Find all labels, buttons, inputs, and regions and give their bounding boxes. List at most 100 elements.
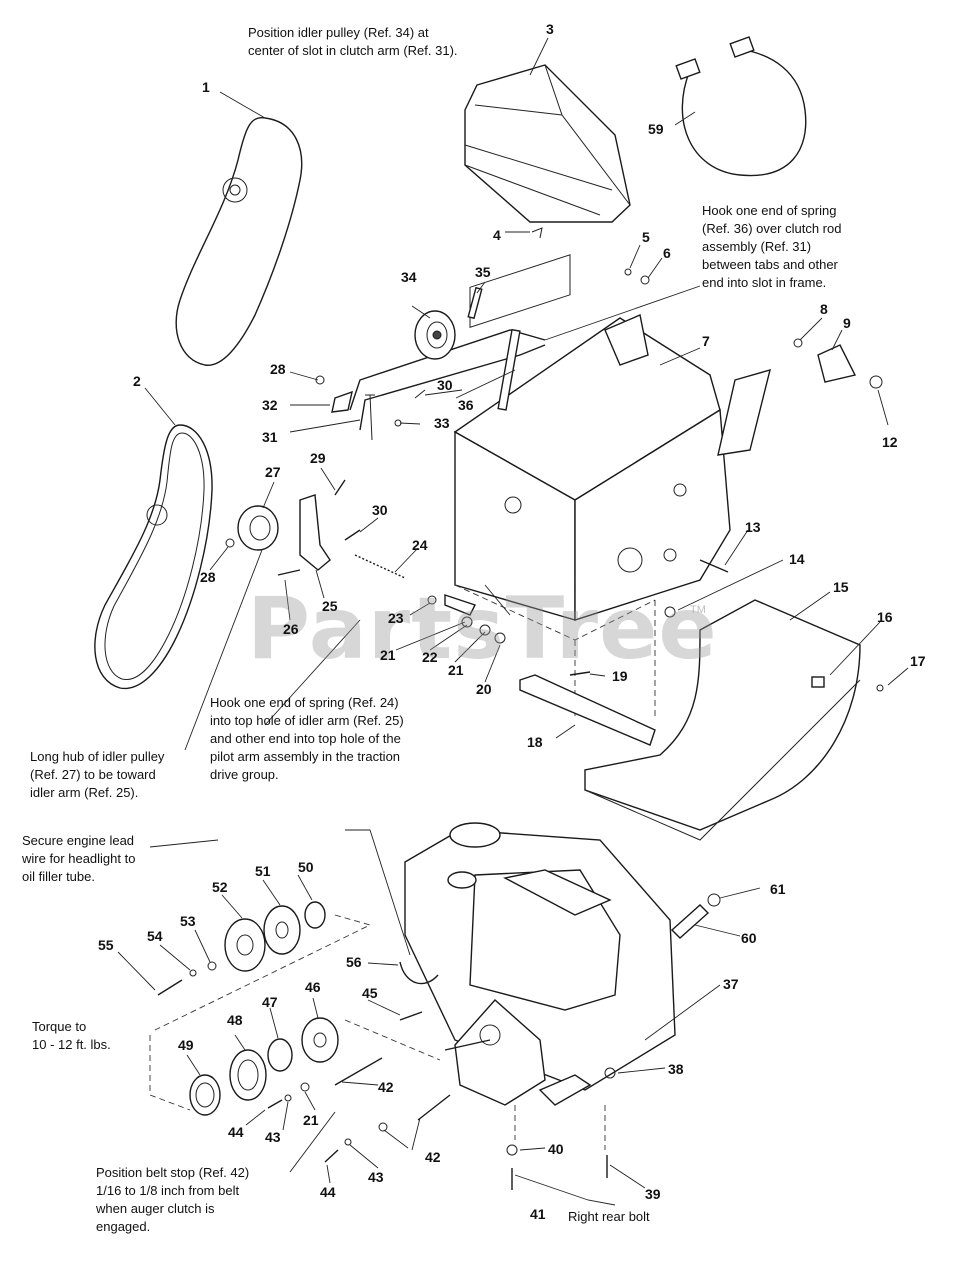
callout-8: 8 [820, 301, 828, 317]
callout-61: 61 [770, 881, 786, 897]
hardware-20-23 [427, 594, 591, 676]
idler-pulley-27 [237, 505, 279, 551]
note-spring-36: Hook one end of spring (Ref. 36) over cl… [702, 203, 842, 290]
callout-25: 25 [322, 598, 338, 614]
callout-42b: 42 [425, 1149, 441, 1165]
shroud-plate [584, 599, 861, 841]
callout-42a: 42 [378, 1079, 394, 1095]
callout-41: 41 [530, 1206, 546, 1222]
callout-39: 39 [645, 1186, 661, 1202]
pin-45 [399, 1011, 423, 1021]
belt-cover [464, 64, 631, 223]
callout-21c: 21 [303, 1112, 319, 1128]
spacer-60 [670, 904, 710, 939]
watermark-trademark: TM [690, 604, 706, 616]
callout-32: 32 [262, 397, 278, 413]
callout-30b: 30 [372, 502, 388, 518]
washer-28-upper [315, 375, 325, 385]
pin-26 [277, 569, 301, 576]
callout-46: 46 [305, 979, 321, 995]
note-engine-lead: Secure engine lead wire for headlight to… [22, 833, 136, 884]
callout-44b: 44 [320, 1184, 336, 1200]
callout-6: 6 [663, 245, 671, 261]
callout-28a: 28 [270, 361, 286, 377]
nut-61 [707, 893, 721, 907]
auger-pulley-stack [149, 901, 441, 1116]
callout-12: 12 [882, 434, 898, 450]
callout-59: 59 [648, 121, 664, 137]
main-frame [453, 254, 771, 720]
callout-22: 22 [422, 649, 438, 665]
callout-45: 45 [362, 985, 378, 1001]
callout-56: 56 [346, 954, 362, 970]
callout-5: 5 [642, 229, 650, 245]
callout-9: 9 [843, 315, 851, 331]
callout-35: 35 [475, 264, 491, 280]
wire-harness [675, 36, 807, 177]
washer-28-lower [225, 538, 235, 548]
belt-stop-32 [331, 390, 353, 413]
callout-49: 49 [178, 1037, 194, 1053]
callout-34: 34 [401, 269, 417, 285]
callout-50: 50 [298, 859, 314, 875]
callout-43a: 43 [265, 1129, 281, 1145]
callout-4: 4 [493, 227, 501, 243]
callout-23: 23 [388, 610, 404, 626]
callout-30a: 30 [437, 377, 453, 393]
callout-38: 38 [668, 1061, 684, 1077]
callout-13: 13 [745, 519, 761, 535]
callout-17: 17 [910, 653, 926, 669]
note-belt-stop-42: Position belt stop (Ref. 42) 1/16 to 1/8… [96, 1165, 250, 1234]
watermark: PartsTree [247, 579, 718, 679]
callout-19: 19 [612, 668, 628, 684]
callout-14: 14 [789, 551, 805, 567]
idler-pulley-34 [414, 310, 456, 360]
note-right-rear-bolt: Right rear bolt [568, 1209, 650, 1224]
bracket [519, 674, 656, 746]
spring-24 [354, 554, 406, 579]
callout-27: 27 [265, 464, 281, 480]
v-belt [94, 424, 213, 690]
idler-arm-25 [299, 494, 331, 571]
callout-55: 55 [98, 937, 114, 953]
callout-43b: 43 [368, 1169, 384, 1185]
callout-21a: 21 [380, 647, 396, 663]
leader-lines [117, 37, 909, 1206]
callout-48: 48 [227, 1012, 243, 1028]
spring-30-upper [414, 389, 426, 399]
callout-26: 26 [283, 621, 299, 637]
callout-21b: 21 [448, 662, 464, 678]
callout-15: 15 [833, 579, 849, 595]
callout-47: 47 [262, 994, 278, 1010]
callout-33: 33 [434, 415, 450, 431]
callout-16: 16 [877, 609, 893, 625]
callout-24: 24 [412, 537, 428, 553]
callout-53: 53 [180, 913, 196, 929]
callout-1: 1 [202, 79, 210, 95]
callout-29: 29 [310, 450, 326, 466]
callout-20: 20 [476, 681, 492, 697]
clutch-arm-31 [365, 394, 375, 441]
bolt-35 [467, 286, 483, 320]
callout-2: 2 [133, 373, 141, 389]
callout-36: 36 [458, 397, 474, 413]
drive-belt-cogged [175, 117, 303, 366]
note-long-hub-27: Long hub of idler pulley (Ref. 27) to be… [30, 749, 165, 800]
spring-30-lower [344, 529, 361, 541]
callout-40: 40 [548, 1141, 564, 1157]
callout-28b: 28 [200, 569, 216, 585]
bolt-29 [334, 479, 346, 496]
note-torque: Torque to 10 - 12 ft. lbs. [32, 1019, 111, 1052]
callout-54: 54 [147, 928, 163, 944]
callout-60: 60 [741, 930, 757, 946]
note-spring-24: Hook one end of spring (Ref. 24) into to… [210, 695, 404, 782]
callout-31: 31 [262, 429, 278, 445]
callout-44a: 44 [228, 1124, 244, 1140]
note-idler-pulley-34: Position idler pulley (Ref. 34) at cente… [248, 25, 458, 58]
callout-52: 52 [212, 879, 228, 895]
clamp-56 [399, 961, 439, 985]
belt-stop-hardware [267, 1057, 616, 1190]
callout-7: 7 [702, 333, 710, 349]
